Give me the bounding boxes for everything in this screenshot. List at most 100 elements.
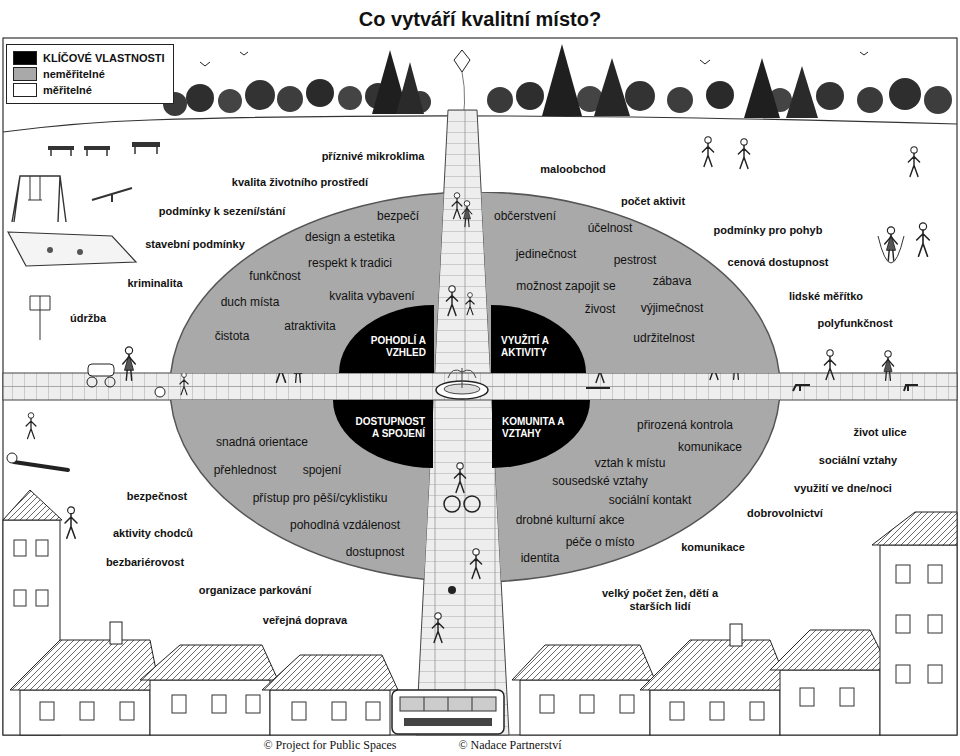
people-part: [824, 350, 835, 380]
quality-text: možnost zapojit se: [516, 279, 615, 293]
benches-and-playground-part: [92, 188, 132, 202]
houses-part: [880, 545, 957, 735]
kite-part: [454, 50, 470, 72]
horizon-trees-part: [3, 116, 957, 132]
legend-text: KLÍČOVÉ VLASTNOSTI: [43, 52, 165, 64]
measurable-quality: lidské měřítko: [789, 290, 863, 303]
people-part: [878, 236, 904, 263]
benches-and-playground-part: [84, 146, 110, 150]
key-fill: [492, 400, 590, 468]
houses-part: [14, 540, 26, 556]
houses-part: [780, 670, 880, 735]
benches-and-playground-part: [132, 142, 160, 147]
horizon-trees-part: [816, 82, 844, 110]
quality-text: spojení: [303, 463, 342, 477]
benches-and-playground-part: [12, 176, 66, 222]
paved-paths-part: [3, 373, 957, 400]
quadrant-fill: [170, 400, 434, 582]
quality-text: dostupnost: [346, 545, 405, 559]
quality-text: vztah k místu: [595, 456, 666, 470]
benches-and-playground-part: [8, 232, 136, 266]
bus-part: [404, 718, 492, 726]
measurable-quality: maloobchod: [540, 163, 605, 176]
people-part: [454, 463, 465, 493]
quality-text: udržitelnost: [633, 331, 694, 345]
people-part: [452, 193, 462, 219]
fountain-part: [448, 368, 476, 388]
quality-text: sousedské vztahy: [552, 474, 647, 488]
people-part: [466, 293, 474, 315]
houses-part: [928, 565, 942, 583]
key-quality-title: KOMUNITA A VZTAHY: [502, 416, 574, 440]
benches-and-playground-part: [48, 146, 74, 150]
horizon-trees-part: [245, 80, 275, 110]
legend-text: neměřitelné: [43, 68, 105, 80]
horizon-trees-part: [857, 87, 883, 113]
houses-part: [540, 695, 554, 713]
quality-text: přehlednost: [214, 463, 277, 477]
quality-text: pestrost: [614, 253, 657, 267]
houses-part: [770, 630, 890, 670]
horizon-trees-part: [542, 44, 582, 116]
people-part: [464, 496, 480, 512]
measurable-quality: organizace parkování: [199, 584, 312, 597]
horizon-trees-part: [277, 86, 303, 112]
people-part: [87, 377, 97, 387]
copyright-note: © Project for Public Spaces: [263, 739, 396, 752]
quality-text: účelnost: [588, 221, 633, 235]
quality-text: sociální kontakt: [609, 493, 692, 507]
horizon-trees-part: [786, 66, 818, 118]
houses-part: [120, 702, 134, 720]
measurable-quality: podmínky pro pohyb: [714, 224, 823, 237]
quality-text: snadná orientace: [216, 435, 308, 449]
quality-text: pohodlná vzdálenost: [290, 518, 400, 532]
horizon-trees-part: [396, 62, 424, 114]
copyright-note: © Nadace Partnerství: [458, 739, 561, 752]
benches-and-playground-part: [30, 296, 50, 340]
people-part: [88, 364, 114, 376]
quality-text: přístup pro pěší/cyklistiku: [253, 491, 388, 505]
quality-text: péče o místo: [566, 535, 635, 549]
houses-part: [262, 655, 398, 690]
quality-text: čistota: [215, 329, 250, 343]
paved-paths: [3, 110, 957, 735]
quality-quadrant: občerstveníúčelnostjedinečnostpestrostmo…: [479, 192, 781, 373]
key-quality-shape: KOMUNITA A VZTAHY: [492, 400, 590, 468]
people-part: [180, 373, 188, 395]
houses-part: [750, 702, 764, 720]
quadrant-fill: [479, 192, 780, 373]
horizon-trees-part: [667, 87, 693, 113]
measurable-quality: cenová dostupnost: [728, 256, 829, 269]
horizon-trees: [3, 44, 957, 132]
horizon-trees-part: [487, 87, 513, 113]
people-part: [793, 385, 810, 391]
fountain: [436, 368, 488, 399]
houses-part: [40, 702, 54, 720]
houses-part: [840, 688, 854, 706]
people-part: [586, 387, 610, 389]
legend-text: měřitelné: [43, 84, 92, 96]
houses-part: [928, 665, 942, 683]
bus-part: [424, 697, 472, 711]
horizon-trees-part: [338, 86, 362, 110]
legend-swatch: [13, 51, 37, 65]
houses-part: [270, 690, 390, 735]
quality-text: občerstvení: [494, 209, 556, 223]
legend-row: neměřitelné: [13, 67, 165, 81]
people-part: [14, 462, 68, 470]
horizon-trees-part: [594, 58, 630, 116]
people-part: [65, 507, 77, 538]
horizon-trees-part: [625, 81, 655, 111]
frame: [3, 38, 957, 735]
quality-text: funkčnost: [249, 269, 300, 283]
quality-text: bezpečí: [377, 209, 419, 223]
houses-part: [872, 512, 957, 545]
benches-and-playground: [8, 142, 160, 340]
houses-part: [580, 695, 594, 713]
quality-quadrant: přirozená kontrolakomunikacevztah k míst…: [491, 400, 781, 583]
houses-part: [512, 645, 655, 680]
people-part: [908, 147, 919, 177]
people-part: [432, 613, 443, 643]
